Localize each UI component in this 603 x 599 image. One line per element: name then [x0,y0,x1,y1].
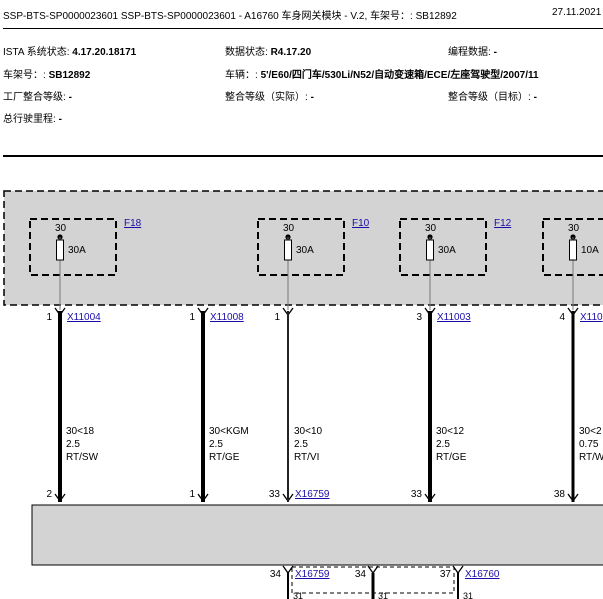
fuse-carrier-box [3,190,603,306]
fuse-dashed-frame [542,218,603,276]
fuse-ref-link: F18 [124,218,142,229]
lower-wire-label: 31 [463,591,473,599]
ista-status: ISTA 系统状态: 4.17.20.18171 [3,47,137,58]
pin-mark [282,493,289,502]
fuse-symbol [56,239,64,261]
wire-size-label: 2.5 [436,439,450,450]
connector-link-top: X11008 [210,312,244,323]
wire-size-label: 2.5 [209,439,223,450]
pin-mark [572,493,579,502]
fuse-terminal-label: 30 [283,223,295,234]
pin-number-top: 1 [274,312,280,323]
connector-link-top: X110 [580,312,603,323]
pin-mark [457,565,464,574]
pin-mark [282,307,289,316]
data-status: 数据状态: R4.17.20 [225,47,312,58]
pin-number-bottom: 33 [269,489,281,500]
pin-number-bottom: 2 [46,489,52,500]
pin-number-top: 3 [416,312,422,323]
header-rule [3,28,603,29]
fuse-terminal-label: 30 [425,223,437,234]
pin-mark [424,307,431,316]
module-box [31,504,603,566]
connector-link-top: X11003 [437,312,471,323]
programming-data: 编程数据: - [448,47,497,58]
pin-mark [567,493,574,502]
connector-link-lower: X16759 [295,569,330,580]
pin-mark [197,307,204,316]
wire-code-label: 30<12 [436,426,465,437]
pin-mark [54,493,61,502]
fuse-rating-label: 30A [68,245,86,256]
pin-mark [429,493,436,502]
pin-number-lower: 37 [440,569,452,580]
wire-code-label: 30<10 [294,426,323,437]
pin-mark [367,565,374,574]
pin-mark [59,307,66,316]
fuse-dashed-frame [257,218,345,276]
vin-info: 车架号：: SB12892 [3,70,91,81]
wire-color-label: RT/VI [294,452,319,463]
document-date: 27.11.2021 [552,7,602,18]
pin-mark [202,307,209,316]
pin-number-bottom: 1 [189,489,195,500]
fuse-ref-link: F12 [494,218,512,229]
fuse-rating-label: 10A [581,245,599,256]
info-rule [3,155,603,157]
fuse-terminal-label: 30 [568,223,580,234]
lower-wire-label: 31 [293,591,303,599]
target-level: 整合等级（目标）: - [448,92,537,103]
pin-mark [572,307,579,316]
fuse-dashed-frame [399,218,487,276]
pin-number-bottom: 38 [554,489,566,500]
wire-size-label: 2.5 [66,439,80,450]
wire-color-label: RT/GE [436,452,467,463]
wire-code-label: 30<2 [579,426,602,437]
pin-mark [287,493,294,502]
wire-size-label: 2.5 [294,439,308,450]
pin-mark [424,493,431,502]
wire-code-label: 30<18 [66,426,95,437]
connector-link-lower: X16760 [465,569,500,580]
pin-mark [287,307,294,316]
wire-size-label: 0.75 [579,439,599,450]
pin-mark [197,493,204,502]
fuse-ref-link: F10 [352,218,370,229]
fuse-symbol [426,239,434,261]
actual-level: 整合等级（实际）: - [225,92,314,103]
connector-link-bottom: X16759 [295,489,330,500]
wire-color-label: RT/SW [66,452,99,463]
pin-number-lower: 34 [270,569,282,580]
pin-mark [59,493,66,502]
document-title: SSP-BTS-SP0000023601 SSP-BTS-SP000002360… [3,11,457,22]
connector-link-top: X11004 [67,312,101,323]
pin-mark [54,307,61,316]
pin-number-top: 4 [559,312,565,323]
pin-number-lower: 34 [355,569,367,580]
fuse-dashed-frame [29,218,117,276]
fuse-symbol [284,239,292,261]
fuse-rating-label: 30A [296,245,314,256]
connector-dashed-frame [291,566,455,594]
vehicle-info: 车辆：: 5'/E60/四门车/530Li/N52/自动变速箱/ECE/左座驾驶… [225,70,539,81]
wire-color-label: RT/W [579,452,603,463]
wire-code-label: 30<KGM [209,426,249,437]
wire-color-label: RT/GE [209,452,240,463]
factory-level: 工厂整合等级: - [3,92,72,103]
pin-mark [202,493,209,502]
fuse-symbol [569,239,577,261]
pin-mark [282,565,289,574]
lower-wire-label: 31 [378,591,388,599]
pin-mark [429,307,436,316]
pin-number-top: 1 [46,312,52,323]
pin-number-top: 1 [189,312,195,323]
fuse-rating-label: 30A [438,245,456,256]
total-mileage: 总行驶里程: - [3,114,62,125]
pin-mark [567,307,574,316]
fuse-terminal-label: 30 [55,223,67,234]
pin-number-bottom: 33 [411,489,423,500]
